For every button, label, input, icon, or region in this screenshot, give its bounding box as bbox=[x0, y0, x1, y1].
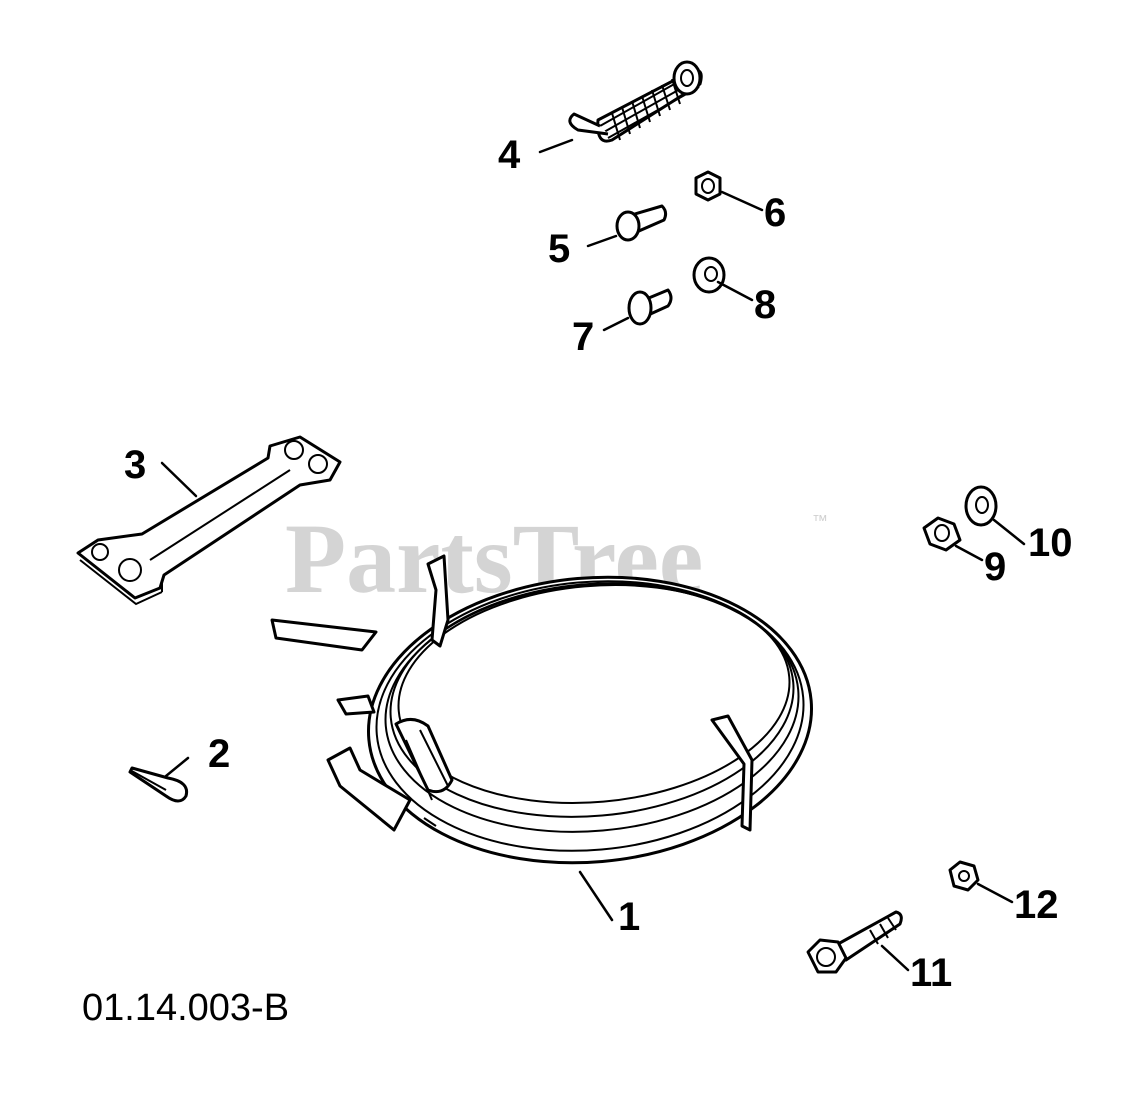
part-10-flat-washer[interactable] bbox=[964, 485, 998, 527]
callout-5: 5 bbox=[548, 227, 570, 271]
callout-8: 8 bbox=[754, 283, 776, 327]
callout-10: 10 bbox=[1028, 521, 1073, 565]
part-11-hex-bolt[interactable] bbox=[806, 910, 903, 974]
callouts: 1 2 3 4 5 6 7 8 9 10 11 12 bbox=[124, 133, 1073, 995]
callout-9: 9 bbox=[984, 545, 1006, 589]
callout-1: 1 bbox=[618, 895, 640, 939]
leader-lines bbox=[160, 138, 1026, 972]
part-8-flange-washer[interactable] bbox=[692, 256, 726, 294]
part-7-flat-head-pin[interactable] bbox=[627, 288, 673, 326]
callout-6: 6 bbox=[764, 191, 786, 235]
part-3-bracket-plate[interactable] bbox=[76, 435, 342, 606]
part-5-clevis-pin[interactable] bbox=[615, 204, 668, 242]
part-12-lock-nut[interactable] bbox=[948, 860, 980, 892]
part-2-cotter-pin[interactable] bbox=[128, 766, 189, 803]
callout-3: 3 bbox=[124, 443, 146, 487]
callout-12: 12 bbox=[1014, 883, 1059, 927]
watermark-trademark: ™ bbox=[812, 513, 828, 530]
callout-2: 2 bbox=[208, 732, 230, 776]
part-1-harness-coil[interactable] bbox=[270, 554, 824, 881]
callout-4: 4 bbox=[498, 133, 521, 177]
part-9-hex-nut[interactable] bbox=[922, 516, 962, 552]
callout-11: 11 bbox=[910, 951, 952, 995]
drawing-code: 01.14.003-B bbox=[82, 987, 289, 1029]
part-4-extension-spring[interactable] bbox=[568, 60, 703, 143]
callout-7: 7 bbox=[572, 315, 594, 359]
part-6-hex-nut[interactable] bbox=[694, 170, 722, 202]
